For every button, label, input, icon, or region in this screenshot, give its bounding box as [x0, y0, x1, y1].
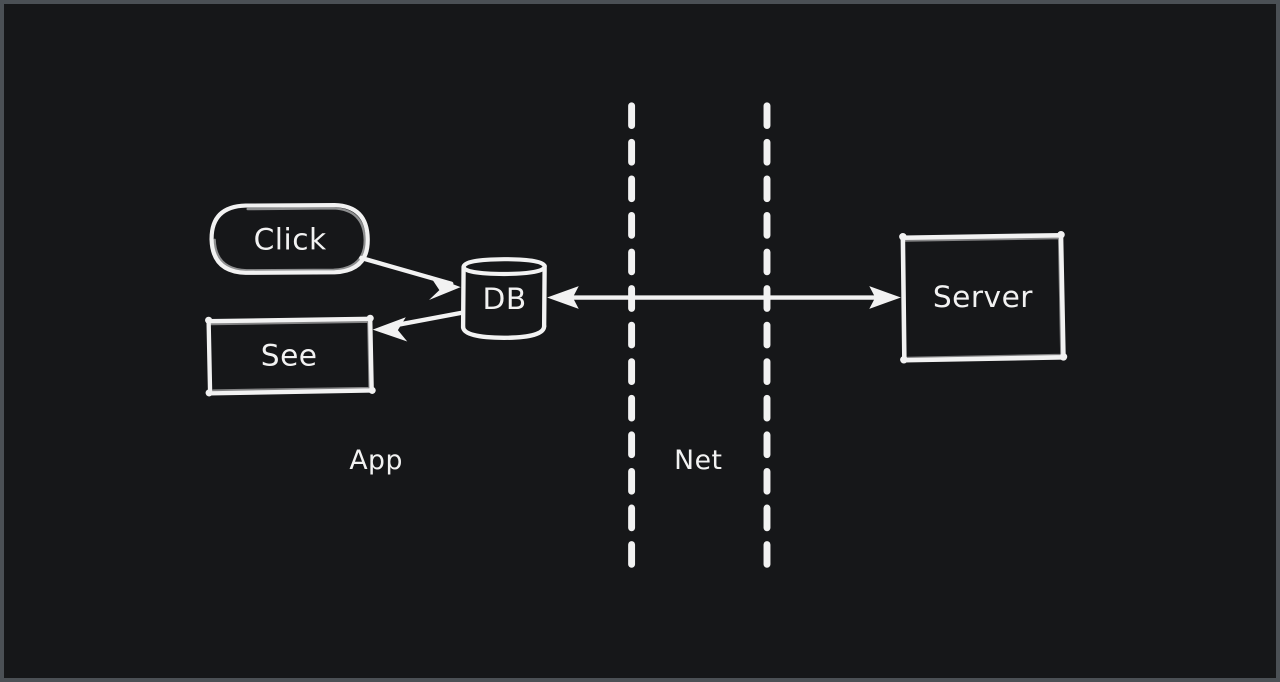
- server-corner-dot-bl: [900, 356, 908, 364]
- see-shape-sketch-overlay: [210, 320, 371, 392]
- db-to-see-line: [390, 310, 464, 328]
- node-click[interactable]: Click: [209, 203, 370, 275]
- see-corner-dot-br: [368, 386, 376, 394]
- see-corner-dot-tr: [366, 314, 374, 322]
- db-bottom-curve: [460, 324, 547, 341]
- server-shape-sketch-overlay: [904, 237, 1063, 359]
- server-corner-dot-br: [1059, 353, 1068, 361]
- db-to-server-arrowhead-left: [547, 286, 579, 309]
- see-label: See: [261, 337, 318, 372]
- node-server[interactable]: Server: [899, 231, 1068, 364]
- db-to-see-arrowhead: [372, 317, 408, 342]
- node-db[interactable]: DB: [460, 257, 547, 341]
- diagram-canvas[interactable]: Click See DB: [4, 4, 1276, 678]
- click-label: Click: [254, 222, 327, 257]
- zone-label-net: Net: [674, 445, 722, 476]
- node-see[interactable]: See: [205, 314, 376, 397]
- db-label: DB: [483, 281, 527, 316]
- zone-label-app: App: [349, 445, 403, 476]
- server-corner-dot-tr: [1057, 231, 1065, 239]
- db-to-server-arrowhead-right: [869, 286, 901, 309]
- edge-db-to-see[interactable]: [372, 310, 464, 342]
- see-corner-dot-bl: [205, 389, 213, 397]
- see-corner-dot-tl: [205, 316, 213, 324]
- server-corner-dot-tl: [899, 232, 907, 241]
- db-top-ellipse: [461, 257, 547, 277]
- click-shape: [209, 203, 370, 275]
- edge-db-to-server[interactable]: [547, 286, 901, 309]
- server-label: Server: [933, 279, 1033, 314]
- click-shape-sketch-overlay: [213, 207, 366, 272]
- click-to-db-arrowhead: [429, 275, 461, 300]
- edge-click-to-db[interactable]: [359, 255, 461, 300]
